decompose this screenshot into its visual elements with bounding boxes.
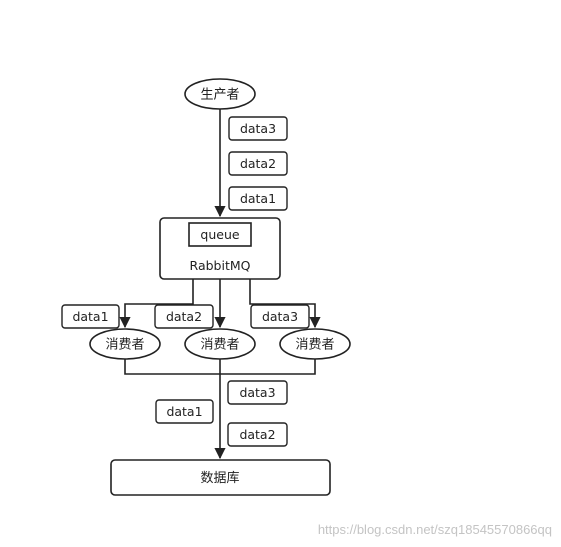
message-box: [61, 304, 120, 329]
message-box: [227, 380, 288, 405]
incoming-message-data1: data1: [228, 186, 288, 211]
queue-label: queue: [200, 227, 239, 242]
consumer-1-message: data1: [61, 304, 120, 329]
outgoing-message-data2: data2: [227, 422, 288, 447]
consumer-label: 消费者: [295, 338, 334, 353]
message-label: data3: [262, 309, 298, 324]
message-box: [154, 304, 214, 329]
watermark-text: https://blog.csdn.net/szq18545570866qq: [318, 522, 552, 537]
producer-label: 生产者: [200, 88, 239, 103]
incoming-message-data2: data2: [228, 151, 288, 176]
outgoing-message-data3: data3: [227, 380, 288, 405]
message-label: data2: [166, 309, 202, 324]
producer-node: 生产者: [184, 78, 256, 110]
consumer-node-3: 消费者: [279, 328, 351, 360]
message-label: data1: [166, 404, 202, 419]
consumer-3-message: data3: [250, 304, 310, 329]
message-box: [227, 422, 288, 447]
queue-box: [188, 222, 252, 247]
message-label: data1: [240, 191, 276, 206]
consumer-node-2: 消费者: [184, 328, 256, 360]
outgoing-message-data1: data1: [155, 399, 214, 424]
database-node: 数据库: [110, 459, 331, 496]
message-box: [228, 116, 288, 141]
message-label: data2: [239, 427, 275, 442]
database-label: 数据库: [200, 470, 239, 486]
message-label: data2: [240, 156, 276, 171]
consumer-node-1: 消费者: [89, 328, 161, 360]
broker-to-consumer-1-arrow: [119, 279, 194, 329]
message-label: data3: [239, 385, 275, 400]
database-box: [110, 459, 331, 496]
message-box: [228, 151, 288, 176]
message-box: [228, 186, 288, 211]
message-label: data1: [72, 309, 108, 324]
message-box: [155, 399, 214, 424]
broker-to-consumer-3-arrow: [249, 279, 321, 329]
broker-node: queue RabbitMQ: [159, 217, 281, 280]
message-label: data3: [240, 121, 276, 136]
broker-name: RabbitMQ: [190, 258, 251, 273]
consumer-label: 消费者: [105, 338, 144, 353]
consumer-2-message: data2: [154, 304, 214, 329]
consumer-label: 消费者: [200, 338, 239, 353]
incoming-message-data3: data3: [228, 116, 288, 141]
message-box: [250, 304, 310, 329]
